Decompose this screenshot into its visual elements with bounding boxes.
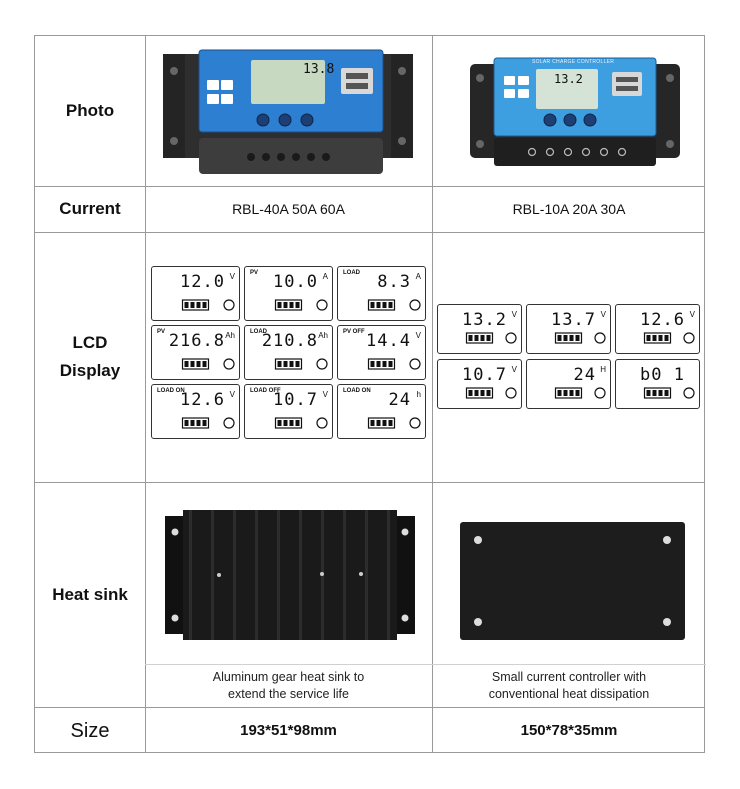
right-lcd-tile: 13.2 V [437,304,522,354]
row-label-size: Size [70,719,110,742]
left-lcd-tile: 10.0 A PV [244,266,333,321]
left-current-value: RBL-40A 50A 60A [232,201,345,217]
battery-icon [554,332,606,344]
row-label-photo: Photo [65,101,115,120]
battery-icon [274,299,328,311]
right-lcd-tile: 24 H [526,359,611,409]
row-label-heatsink: Heat sink [52,584,128,604]
lcd-value: 216.8 [168,331,225,351]
lcd-value: 14.4 [366,331,411,351]
right-lcd-tile: 13.7 V [526,304,611,354]
row-label-lcd-line2: Display [59,361,121,380]
lcd-value: 24 [388,390,411,410]
lcd-value: 13.7 [551,310,596,330]
lcd-unit: V [322,390,328,399]
lcd-value: 12.6 [640,310,685,330]
lcd-tag: LOAD [343,270,360,276]
lcd-value: 13.2 [462,310,507,330]
right-photo-header: SOLAR CHARGE CONTROLLER [532,59,615,65]
lcd-value: 210.8 [261,331,318,351]
left-lcd-tile: 12.0 V [151,266,240,321]
lcd-unit: V [511,365,517,374]
battery-icon [465,387,517,399]
lcd-tag: LOAD ON [157,388,185,394]
lcd-tag: PV [250,270,259,276]
right-controller-photo: SOLAR CHARGE CONTROLLER 13.2 [470,54,680,169]
battery-icon [367,417,421,429]
lcd-unit: V [689,310,695,319]
right-heatsink-image [460,522,685,640]
lcd-unit: V [600,310,606,319]
column-divider [432,36,433,752]
lcd-value: 12.0 [180,272,225,292]
lcd-tag: LOAD ON [343,388,371,394]
left-heatsink-image [165,510,415,640]
right-heatsink-caption: Small current controller with convention… [488,669,650,701]
lcd-tag: PV OFF [343,329,365,335]
left-lcd-tile: 12.6 V LOAD ON [151,384,240,439]
battery-icon [465,332,517,344]
lcd-value: 24 [573,365,596,385]
row-label-lcd-line1: LCD [72,333,108,352]
row-divider [35,186,704,187]
battery-icon [643,332,695,344]
left-controller-photo: 13.8 [163,46,413,176]
left-lcd-tile: 10.7 V LOAD OFF [244,384,333,439]
lcd-unit: A [322,272,328,281]
battery-icon [554,387,606,399]
left-heatsink-caption: Aluminum gear heat sink to extend the se… [212,669,365,701]
lcd-unit: H [600,365,606,374]
left-photo-lcd-value: 13.8 [303,62,335,77]
battery-icon [367,299,421,311]
left-lcd-tile: 8.3 A LOAD [337,266,426,321]
right-current-value: RBL-10A 20A 30A [512,201,626,217]
lcd-value: 10.0 [273,272,318,292]
lcd-unit: A [415,272,421,281]
lcd-value: 8.3 [377,272,411,292]
left-lcd-tile: 24 h LOAD ON [337,384,426,439]
battery-icon [274,358,328,370]
row-label-current: Current [59,199,121,218]
lcd-value: b0 1 [640,365,685,385]
lcd-unit: h [416,390,421,399]
lcd-value: 12.6 [180,390,225,410]
lcd-tag: LOAD [250,329,267,335]
battery-icon [181,417,235,429]
left-lcd-tile: 14.4 V PV OFF [337,325,426,380]
row-label-lcd: LCD Display [35,232,145,482]
battery-icon [181,299,235,311]
battery-icon [643,387,695,399]
lcd-unit: Ah [225,331,235,340]
lcd-tag: LOAD OFF [250,388,281,394]
battery-icon [367,358,421,370]
lcd-value: 10.7 [462,365,507,385]
caption-divider [145,664,706,665]
left-size-value: 193*51*98mm [240,722,337,739]
right-lcd-tile: 12.6 V [615,304,700,354]
row-divider [35,707,704,708]
row-divider [35,482,704,483]
lcd-unit: V [415,331,421,340]
right-lcd-tile: b0 1 [615,359,700,409]
lcd-unit: Ah [318,331,328,340]
comparison-table: Photo Current LCD Display Heat sink Size… [34,35,706,753]
right-size-value: 150*78*35mm [520,722,618,739]
lcd-unit: V [229,390,235,399]
battery-icon [274,417,328,429]
lcd-unit: V [511,310,517,319]
battery-icon [181,358,235,370]
column-divider [145,36,146,752]
lcd-tag: PV [157,329,166,335]
right-photo-lcd-value: 13.2 [554,72,583,86]
lcd-value: 10.7 [273,390,318,410]
right-lcd-tile: 10.7 V [437,359,522,409]
lcd-unit: V [229,272,235,281]
row-divider [35,232,704,233]
